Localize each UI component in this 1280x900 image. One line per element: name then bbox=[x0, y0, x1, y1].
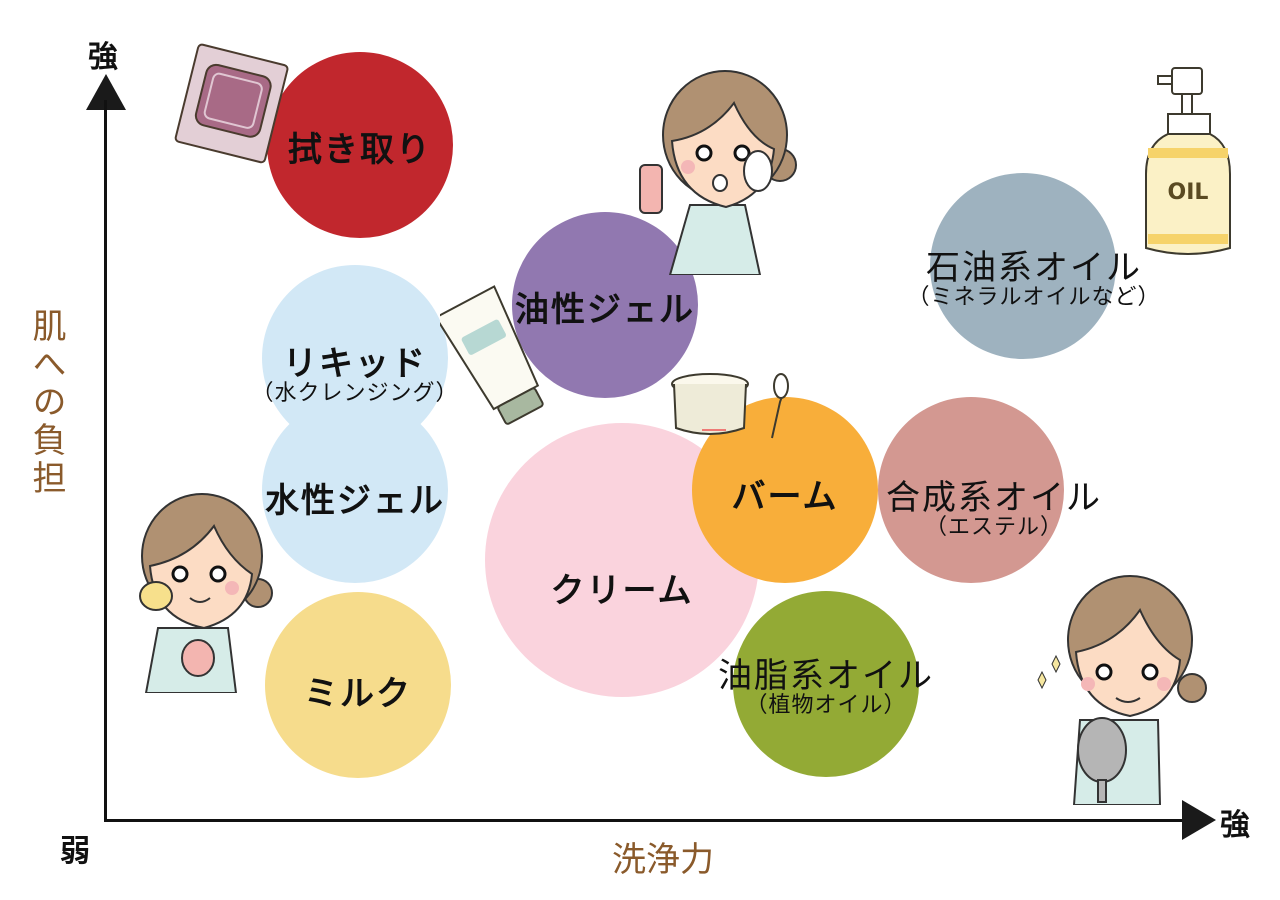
woman-with-mirror-illustration bbox=[1037, 575, 1207, 805]
woman-wiping-face-illustration bbox=[639, 70, 797, 275]
wipe-sheet-icon bbox=[174, 43, 289, 164]
bubble-label: ミルク bbox=[304, 674, 412, 714]
bubble-sublabel: （水クレンジング） bbox=[251, 381, 459, 406]
woman-with-puff-illustration bbox=[139, 493, 273, 693]
bubble-wipe: 拭き取り bbox=[267, 52, 453, 238]
svg-text:OIL: OIL bbox=[1168, 180, 1209, 205]
x-axis-arrow bbox=[1182, 800, 1216, 840]
oil-bottle-icon: OIL bbox=[1145, 67, 1231, 255]
bubble-sublabel: （植物オイル） bbox=[745, 693, 907, 718]
bubble-liquid-text: リキッド （水クレンジング） bbox=[251, 336, 458, 405]
bubble-label: 合成系オイル bbox=[886, 478, 1102, 518]
bubble-milk: ミルク bbox=[265, 592, 451, 778]
balm-jar-icon bbox=[671, 373, 789, 439]
x-axis-title: 洗浄力 bbox=[612, 840, 714, 880]
y-axis-title: 肌への負担 bbox=[26, 308, 66, 498]
bubble-sublabel: （ミネラルオイルなど） bbox=[907, 285, 1161, 310]
x-axis-strong-label: 強 bbox=[1220, 808, 1250, 843]
bubble-mineral-oil bbox=[930, 173, 1116, 359]
x-axis-line bbox=[104, 819, 1189, 822]
bubble-label: クリーム bbox=[550, 571, 694, 611]
bubble-label: 油脂系オイル bbox=[718, 656, 934, 696]
origin-weak-label: 弱 bbox=[60, 834, 90, 869]
bubble-label: 石油系オイル bbox=[925, 248, 1142, 288]
bubble-sublabel: （エステル） bbox=[924, 515, 1063, 540]
y-axis-line bbox=[104, 100, 107, 822]
bubble-label: 油性ジェル bbox=[515, 290, 695, 330]
bubble-mineral-oil-text: 石油系オイル （ミネラルオイルなど） bbox=[907, 240, 1160, 309]
bubble-synthetic-oil-text: 合成系オイル （エステル） bbox=[886, 470, 1102, 539]
gel-tube-icon bbox=[440, 285, 544, 425]
bubble-label: リキッド bbox=[282, 344, 427, 384]
bubble-label: 拭き取り bbox=[288, 130, 432, 170]
bubble-fat-oil-text: 油脂系オイル （植物オイル） bbox=[718, 648, 934, 717]
bubble-synthetic-oil bbox=[878, 397, 1064, 583]
bubble-water-gel: 水性ジェル bbox=[262, 397, 448, 583]
y-axis-strong-label: 強 bbox=[88, 40, 118, 75]
bubble-fat-oil bbox=[733, 591, 919, 777]
bubble-label: 水性ジェル bbox=[265, 481, 445, 521]
bubble-oil-gel: 油性ジェル bbox=[512, 212, 698, 398]
bubble-label: バーム bbox=[731, 477, 839, 517]
